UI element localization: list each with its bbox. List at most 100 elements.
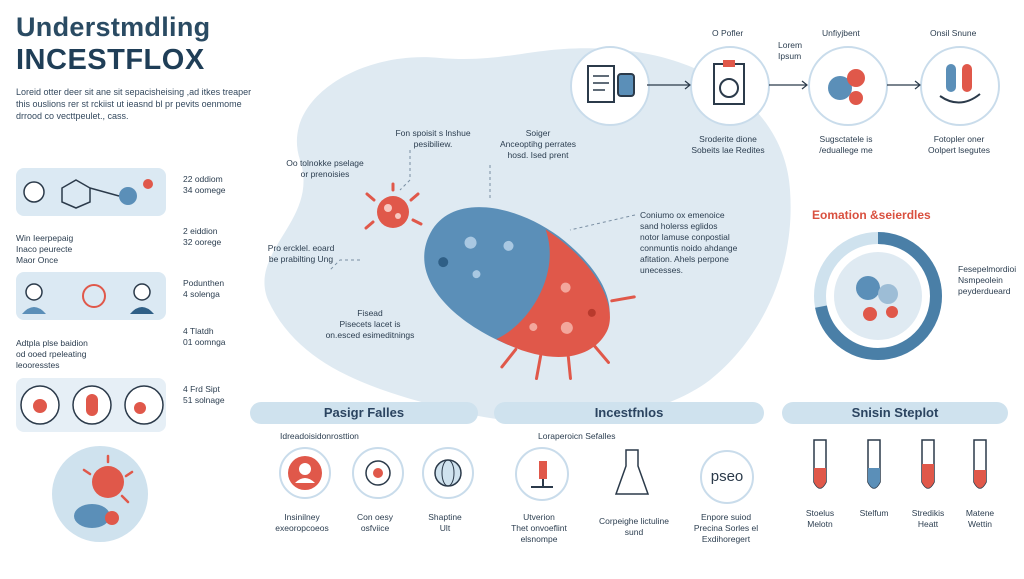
flow-step-caption: Fotopler oner Oolpert lsegutes	[905, 134, 1013, 156]
caption-line: Maor Once	[16, 255, 59, 265]
annotation-line: unecesses.	[640, 265, 683, 275]
connector-label: Lorem Ipsum	[778, 40, 802, 62]
section-item-caption: Insinilney exeoropcoeos	[262, 512, 342, 534]
stat-line: 4 solenga	[183, 289, 220, 299]
annotation-line: conmuntis noido ahdange	[640, 243, 738, 253]
annotation-line: notor lamuse conpostial	[640, 232, 730, 242]
left-stat: 4 Tlatdh 01 oomnga	[183, 326, 226, 348]
left-row-card[interactable]	[16, 272, 166, 320]
page-title-line1: Understmdling	[16, 12, 211, 42]
annotation: Soiger Anceoptihg perrates hosd. Ised pr…	[478, 128, 598, 161]
left-stat: Podunthen 4 solenga	[183, 278, 224, 300]
caption-line: Sobeits lae Redites	[691, 145, 765, 155]
intro-line: this ouslions rer st rckiist ut ieasnd b…	[16, 99, 242, 109]
stat-line: 32 oorege	[183, 237, 222, 247]
section-item-caption: Stredikis Heatt	[904, 508, 952, 530]
left-caption: Adtpla plse baidion od ooed rpeleating l…	[16, 338, 88, 371]
stat-line: 01 oomnga	[183, 337, 226, 347]
caption-line: Con oesy	[357, 512, 393, 522]
section-subtitle: Loraperoicn Sefalles	[538, 431, 616, 441]
test-tube-icon	[921, 439, 935, 489]
connector-label-line: Ipsum	[778, 51, 802, 61]
progress-ring	[814, 232, 942, 360]
left-stat: 4 Frd Sipt 51 solnage	[183, 384, 225, 406]
section-item-flask[interactable]	[612, 448, 652, 500]
caption-line: exeoropcoeos	[275, 523, 329, 533]
section-title-pill: Pasigr Falles	[250, 402, 478, 424]
flow-step-onsil-snune[interactable]	[920, 46, 1000, 126]
right-panel-title: Eomation &seierdles	[812, 208, 931, 222]
caption-line: Insinilney	[284, 512, 320, 522]
section-item-caption: Stoelus Melotn	[796, 508, 844, 530]
caption-line: Fotopler oner	[933, 134, 985, 144]
left-row-card[interactable]	[16, 168, 166, 216]
flow-step-unfiyjbent[interactable]	[808, 46, 888, 126]
leader-lines	[329, 150, 636, 271]
annotation-line: sand holerss eglidos	[640, 221, 718, 231]
section-item-caption: Corpeighe lictuline sund	[584, 516, 684, 538]
flow-step-documents[interactable]	[570, 46, 650, 126]
flask-icon	[614, 449, 650, 495]
caption-line: Inaco peurecte	[16, 244, 73, 254]
connector-label-line: Lorem	[778, 40, 803, 50]
flow-step-label: Unfiyjbent	[822, 28, 860, 38]
section-item-microscope[interactable]	[515, 447, 569, 501]
section-subtitle: Idreadoisidonrosttion	[280, 431, 359, 441]
section-item-caption: Stelfum	[850, 508, 898, 519]
clipboard-icon	[713, 60, 745, 105]
caption-line: Fesepelmordioi	[958, 264, 1017, 274]
stat-line: 22 oddiom	[183, 174, 223, 184]
annotation: Fon spoisit s lnshue pesibiliew.	[378, 128, 488, 150]
caption-line: Matene	[965, 508, 995, 518]
section-item-caption: Shaptine Ult	[412, 512, 478, 534]
left-row-card[interactable]	[16, 378, 166, 432]
annotation-line: hosd. Ised prent	[507, 150, 569, 160]
doctor-virus-icon	[22, 283, 154, 314]
section-item-tube[interactable]	[966, 438, 994, 498]
annotation-line: on.esced esimeditnings	[325, 330, 415, 340]
microscope-icon	[531, 461, 553, 488]
flow-step-caption: Sroderite dione Sobeits lae Redites	[672, 134, 784, 156]
right-panel-caption: Fesepelmordioi Nsmpeolein peyderdueard	[958, 264, 1016, 297]
pathogen-illustration	[424, 207, 636, 380]
section-title-pill: Snisin Steplot	[782, 402, 1008, 424]
section-item-tube[interactable]	[806, 438, 834, 498]
intro-line: Loreid otter deer sit ane sit sepacishei…	[16, 87, 252, 97]
left-stat: 2 eiddion 32 oorege	[183, 226, 221, 248]
left-caption: Win Ieerpepaig Inaco peurecte Maor Once	[16, 233, 73, 266]
pseo-icon: pseo	[710, 468, 744, 485]
flow-step-profiler[interactable]	[690, 46, 770, 126]
intro-line: drrood co vecttpeulet., cass.	[16, 111, 129, 121]
annotation-line: Coniumo ox emenoice	[640, 210, 725, 220]
caption-line: Precina Sorles el	[693, 523, 759, 533]
section-item-tube[interactable]	[860, 438, 888, 498]
caption-line: Ult	[439, 523, 451, 533]
caption-line: od ooed rpeleating	[16, 349, 87, 359]
caption-line: Oolpert lsegutes	[928, 145, 990, 155]
annotation-line: Soiger	[525, 128, 551, 138]
annotation-line: Pisecets lacet is	[339, 319, 401, 329]
section-item-tube[interactable]	[914, 438, 942, 498]
patient-icon	[288, 456, 322, 490]
caption-line: Sroderite dione	[699, 134, 757, 144]
caption-line: Nsmpeolein	[958, 275, 1003, 285]
section-item-pseo[interactable]: pseo	[700, 450, 754, 504]
annotation-line: Anceoptihg perrates	[499, 139, 577, 149]
section-item-patient[interactable]	[279, 447, 331, 499]
caption-line: leooresstes	[16, 360, 60, 370]
caption-line: Win Ieerpepaig	[16, 233, 74, 243]
annotation-line: or prenoisies	[300, 169, 350, 179]
virus-illustration	[52, 446, 148, 542]
caption-line: Stredikis	[911, 508, 945, 518]
annotation-line: pesibiliew.	[413, 139, 453, 149]
stat-line: 4 Tlatdh	[183, 326, 214, 336]
test-tube-icon	[973, 439, 987, 489]
caption-line: Exdihoregert	[701, 534, 751, 544]
annotation-line: Oo tolnokke pselage	[286, 158, 364, 168]
section-item-globe[interactable]	[422, 447, 474, 499]
left-stat: 22 oddiom 34 oomege	[183, 174, 226, 196]
annotation: Oo tolnokke pselage or prenoisies	[270, 158, 380, 180]
section-item-target[interactable]	[352, 447, 404, 499]
section-title-pill: Incestfnlos	[494, 402, 764, 424]
caption-line: Utverion	[523, 512, 555, 522]
